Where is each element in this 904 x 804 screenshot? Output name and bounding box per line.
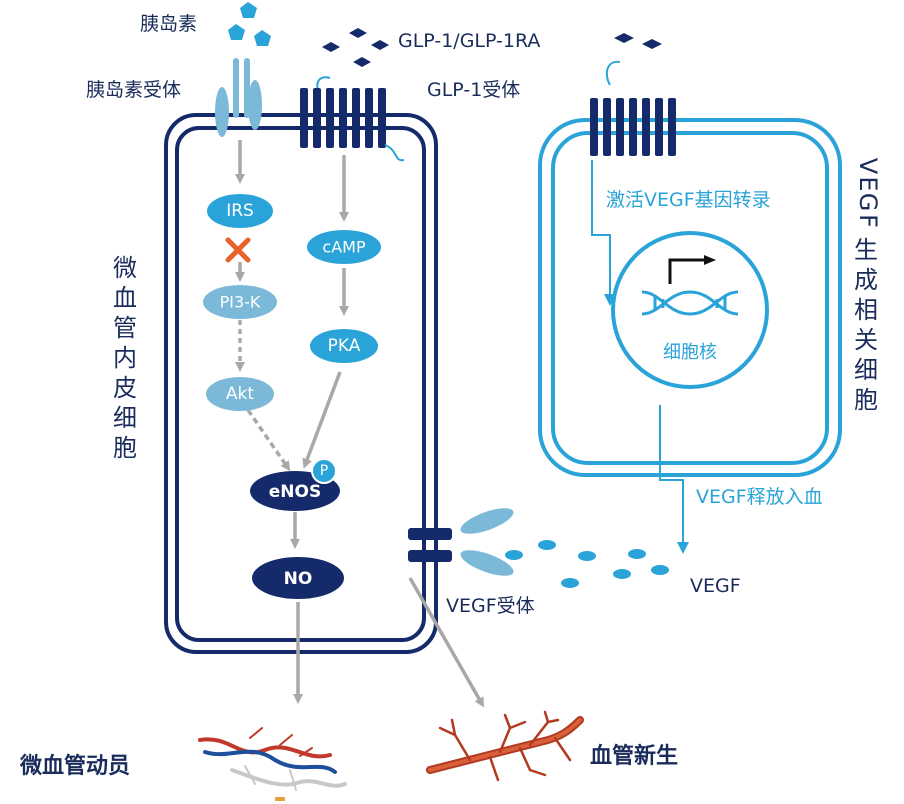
activate-vegf-label: 激活VEGF基因转录 — [606, 189, 771, 211]
svg-text:细: 细 — [113, 404, 137, 432]
glp1-ligands — [322, 28, 662, 67]
vegf-label: VEGF — [690, 575, 741, 597]
svg-text:生: 生 — [854, 236, 878, 264]
angiogenesis-label: 血管新生 — [590, 743, 678, 769]
svg-text:皮: 皮 — [113, 374, 137, 402]
angiogenesis-vessels-icon — [426, 710, 584, 782]
svg-text:管: 管 — [113, 314, 137, 342]
vegf-cell-label: V E G F 生 成 相 关 细 胞 — [854, 158, 882, 414]
insulin-ligands — [228, 2, 271, 46]
glp1-receptor-left — [300, 76, 405, 162]
svg-text:微: 微 — [113, 254, 137, 282]
svg-text:关: 关 — [854, 326, 878, 354]
vegf-molecules — [505, 540, 669, 588]
insulin-receptor-label: 胰岛素受体 — [86, 79, 181, 101]
node-pi3k: PI3-K — [203, 285, 277, 319]
svg-text:cAMP: cAMP — [322, 238, 366, 257]
phosphate-badge: P — [311, 458, 337, 484]
node-irs: IRS — [207, 194, 273, 228]
node-no: NO — [252, 557, 344, 599]
svg-text:PI3-K: PI3-K — [220, 293, 261, 312]
svg-text:成: 成 — [854, 266, 878, 294]
transcription-arrow-icon — [668, 255, 716, 284]
svg-text:V: V — [854, 158, 882, 175]
inhibition-x-icon — [225, 237, 251, 263]
svg-text:胞: 胞 — [113, 434, 137, 462]
svg-text:NO: NO — [284, 569, 313, 589]
vegf-receptor — [408, 508, 514, 576]
vegf-release-label: VEGF释放入血 — [696, 486, 823, 508]
svg-text:胞: 胞 — [854, 386, 878, 414]
svg-text:细: 细 — [854, 356, 878, 384]
svg-text:E: E — [854, 176, 882, 191]
node-pka: PKA — [310, 329, 378, 363]
endothelial-cell-label: 微 血 管 内 皮 细 胞 — [113, 254, 137, 462]
svg-text:PKA: PKA — [328, 336, 361, 356]
svg-text:Akt: Akt — [226, 384, 254, 404]
node-camp: cAMP — [307, 230, 381, 264]
vegf-receptor-label: VEGF受体 — [446, 595, 535, 617]
svg-text:IRS: IRS — [226, 201, 254, 221]
microvascular-label: 微血管动员 — [19, 753, 130, 779]
svg-text:eNOS: eNOS — [269, 482, 321, 502]
vegf-producing-cell — [538, 118, 842, 477]
dna-icon — [641, 290, 739, 316]
svg-text:P: P — [320, 463, 328, 479]
node-akt: Akt — [206, 377, 274, 411]
svg-text:内: 内 — [113, 344, 137, 372]
vegf-arrows — [591, 160, 689, 554]
insulin-receptor — [215, 58, 262, 137]
nucleus — [611, 231, 769, 389]
glp1-receptor-right — [590, 60, 676, 156]
glp1-label: GLP-1/GLP-1RA — [398, 30, 540, 52]
signaling-arrows — [235, 140, 484, 708]
svg-text:F: F — [854, 214, 882, 228]
svg-text:G: G — [854, 193, 882, 212]
nucleus-label: 细胞核 — [663, 342, 717, 363]
svg-text:相: 相 — [854, 296, 878, 324]
insulin-label: 胰岛素 — [140, 13, 197, 35]
glp1-receptor-label: GLP-1受体 — [427, 79, 520, 101]
svg-text:血: 血 — [113, 284, 137, 312]
microvascular-vessels-icon — [198, 727, 347, 801]
